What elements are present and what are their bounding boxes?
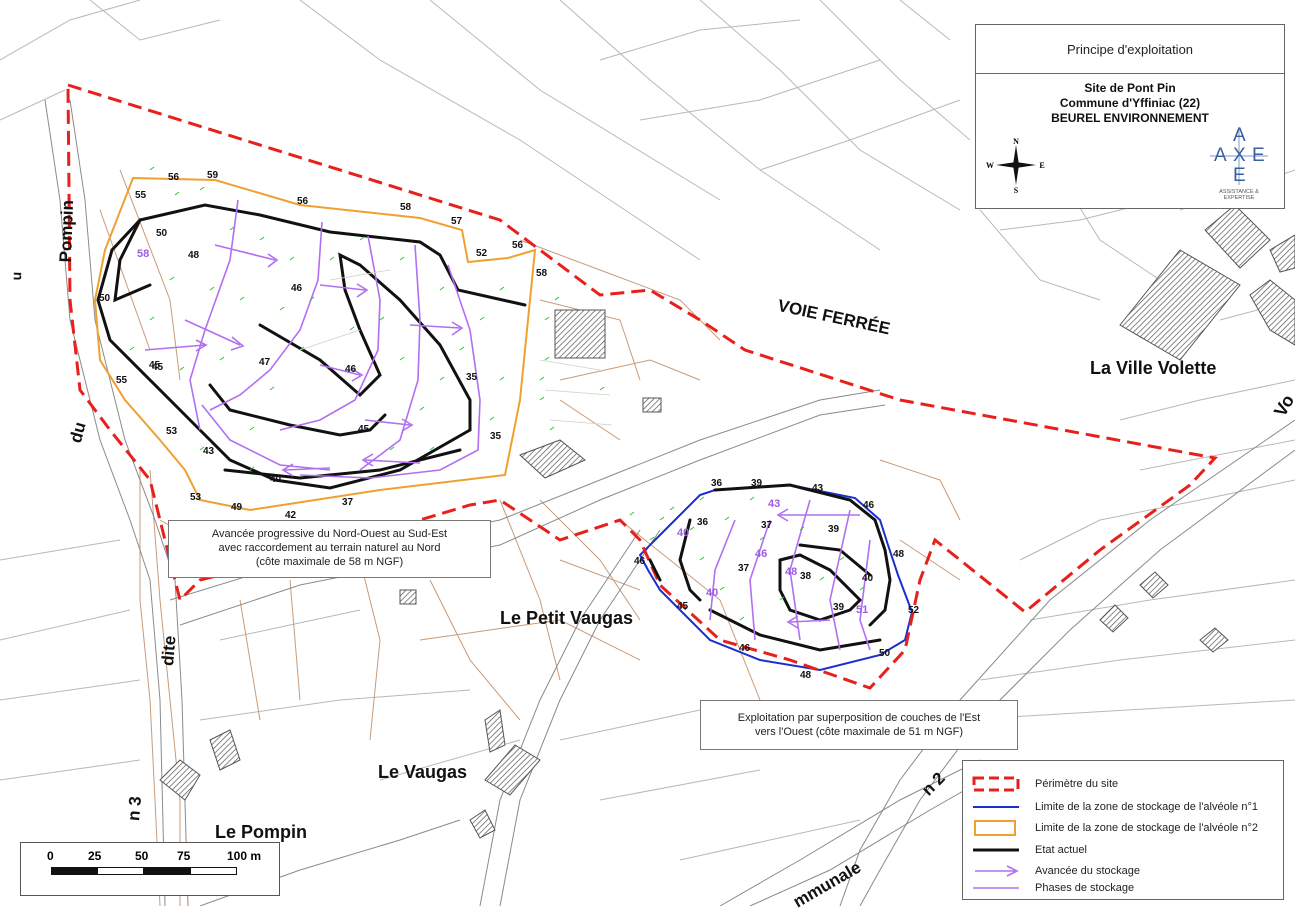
elevation-label: 40 bbox=[862, 573, 874, 584]
elevation-label: 45 bbox=[677, 601, 689, 612]
place-le-pompin: Le Pompin bbox=[215, 822, 308, 842]
elevation-label: 49 bbox=[231, 502, 243, 513]
storage-elevation-label: 40 bbox=[677, 527, 690, 539]
elevation-label: 48 bbox=[893, 549, 905, 560]
elevation-label: 43 bbox=[203, 446, 215, 457]
elevation-label: 58 bbox=[536, 268, 548, 279]
elevation-label: 46 bbox=[634, 556, 646, 567]
elevation-label: 58 bbox=[400, 202, 412, 213]
legend-current-state: Etat actuel bbox=[973, 844, 1087, 856]
elevation-label: 52 bbox=[908, 605, 920, 616]
storage-elevation-label: 51 bbox=[856, 604, 869, 616]
elevation-label: 42 bbox=[285, 510, 297, 521]
elevation-label: 55 bbox=[135, 190, 147, 201]
axe-logo: A A X E E ASSISTANCE & EXPERTISE bbox=[1210, 125, 1268, 201]
elevation-label: 35 bbox=[466, 372, 478, 383]
parcel-boundaries bbox=[99, 169, 961, 906]
legend-phases: Phases de stockage bbox=[973, 882, 1135, 894]
compass-w: W bbox=[986, 161, 994, 170]
buildings bbox=[159, 204, 1295, 839]
place-ville-volette: La Ville Volette bbox=[1090, 358, 1217, 378]
elevation-label: 39 bbox=[751, 478, 763, 489]
elevation-label: 37 bbox=[738, 563, 750, 574]
site-name: Site de Pont Pin bbox=[1084, 81, 1176, 95]
elevation-label: 56 bbox=[297, 196, 309, 207]
storage-elevation-label: 58 bbox=[137, 248, 150, 260]
storage-elevation-label: 46 bbox=[755, 548, 768, 560]
site-perimeter bbox=[66, 82, 1218, 690]
elevation-label: 57 bbox=[451, 216, 463, 227]
storage-elevation-label: 40 bbox=[706, 587, 719, 599]
current-state bbox=[96, 203, 892, 652]
place-petit-vaugas: Le Petit Vaugas bbox=[500, 608, 634, 628]
title-heading: Principe d'exploitation bbox=[976, 25, 1284, 74]
elevation-label: 45 bbox=[149, 360, 161, 371]
elevation-label: 36 bbox=[711, 478, 723, 489]
elevation-label: 50 bbox=[99, 293, 111, 304]
elevation-label: 48 bbox=[800, 670, 812, 681]
elevation-label: 40 bbox=[270, 474, 282, 485]
elevation-label: 46 bbox=[345, 364, 357, 375]
legend-advance: Avancée du stockage bbox=[971, 862, 1140, 880]
storage-elevation-label: 48 bbox=[785, 566, 798, 578]
company-name: BEUREL ENVIRONNEMENT bbox=[1051, 111, 1209, 125]
elevation-label: 46 bbox=[863, 500, 875, 511]
elevation-label: 53 bbox=[190, 492, 202, 503]
elevation-label: 45 bbox=[358, 424, 370, 435]
alveole-1-boundary bbox=[638, 483, 914, 672]
edge-label: u bbox=[8, 271, 25, 281]
compass-rose-icon: N S E W bbox=[986, 137, 1045, 195]
scale-bar: 0 25 50 75 100 m bbox=[20, 842, 280, 896]
elevation-label: 55 bbox=[116, 375, 128, 386]
legend-perimeter: Périmètre du site bbox=[971, 775, 1118, 793]
legend-alveole-2: Limite de la zone de stockage de l'alvéo… bbox=[971, 819, 1258, 837]
elevation-label: 47 bbox=[259, 357, 271, 368]
elevation-label: 50 bbox=[879, 648, 891, 659]
elevation-label: 53 bbox=[166, 426, 178, 437]
elevation-label: 37 bbox=[342, 497, 354, 508]
compass-s: S bbox=[1014, 186, 1019, 195]
elevation-label: 38 bbox=[800, 571, 812, 582]
elevation-label: 46 bbox=[291, 283, 303, 294]
road-pompin: Pompin bbox=[56, 199, 78, 263]
compass-n: N bbox=[1013, 137, 1019, 146]
elevation-label: 56 bbox=[168, 172, 180, 183]
elevation-label: 36 bbox=[697, 517, 709, 528]
map-legend: Périmètre du site Limite de la zone de s… bbox=[962, 760, 1284, 900]
elevation-label: 43 bbox=[812, 483, 824, 494]
title-block: Principe d'exploitation Site de Pont Pin… bbox=[975, 24, 1285, 209]
storage-elevation-label: 43 bbox=[768, 498, 781, 510]
commune-name: Commune d'Yffiniac (22) bbox=[1059, 96, 1201, 110]
compass-e: E bbox=[1039, 161, 1044, 170]
elevation-label: 45 bbox=[152, 362, 164, 373]
road-dite: dite bbox=[158, 634, 180, 667]
elevation-label: 48 bbox=[188, 250, 200, 261]
storage-advance-arrows bbox=[144, 244, 860, 629]
legend-alveole-1: Limite de la zone de stockage de l'alvéo… bbox=[973, 801, 1258, 813]
elevation-label: 52 bbox=[476, 248, 488, 259]
place-vaugas: Le Vaugas bbox=[378, 762, 468, 782]
alveole-2-boundary bbox=[93, 176, 537, 512]
survey-points bbox=[129, 166, 865, 621]
elevation-label: 35 bbox=[490, 431, 502, 442]
elevation-label: 56 bbox=[512, 240, 524, 251]
note-alveole-2: Avancée progressive du Nord-Ouest au Sud… bbox=[168, 520, 491, 578]
elevation-label: 50 bbox=[156, 228, 168, 239]
elevation-label: 39 bbox=[828, 524, 840, 535]
elevation-label: 37 bbox=[761, 520, 773, 531]
elevation-label: 46 bbox=[739, 643, 751, 654]
terrain-contours bbox=[299, 269, 613, 426]
elevation-label: 39 bbox=[833, 602, 845, 613]
note-alveole-1: Exploitation par superposition de couche… bbox=[700, 700, 1018, 750]
elevation-label: 59 bbox=[207, 170, 219, 181]
road-n3: n 3 bbox=[124, 795, 146, 822]
